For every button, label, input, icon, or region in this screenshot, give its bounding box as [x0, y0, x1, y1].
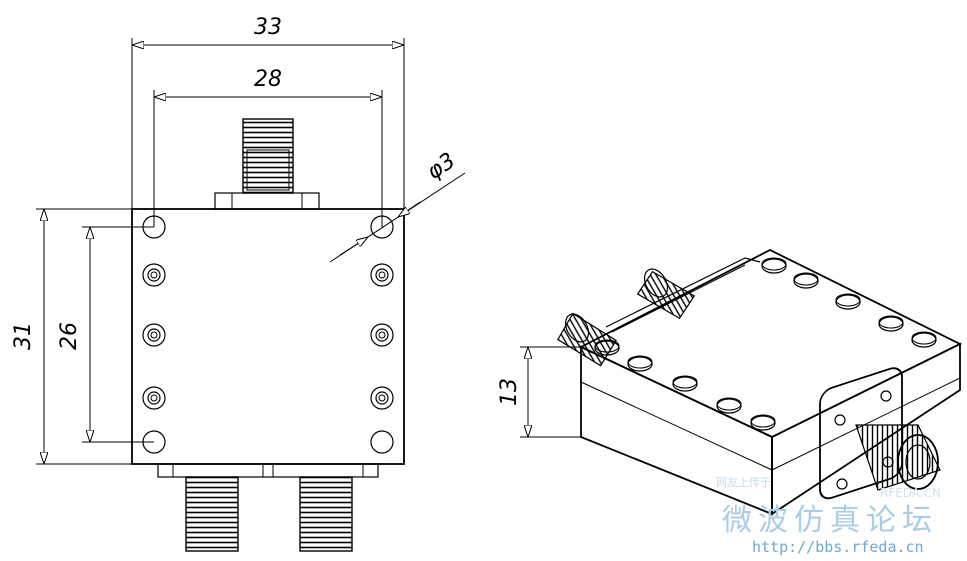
- dim-hole-spacing-height: 26: [57, 322, 82, 350]
- watermark-small-text: 网友上传于: [716, 475, 771, 489]
- watermark: 网友上传于 RFEDA.CN 微波仿真论坛 http://bbs.rfeda.c…: [716, 475, 941, 556]
- dim-iso-height: 13: [497, 378, 522, 406]
- iso-back-connector-1: [557, 312, 617, 367]
- isometric-view: 13: [497, 248, 963, 516]
- watermark-logo: RFEDA.CN: [880, 486, 941, 500]
- top-connector-flange: [214, 192, 320, 210]
- bottom-right-sma-connector: [299, 476, 353, 552]
- mounting-hole: [370, 430, 394, 454]
- iso-right-face: [771, 342, 961, 516]
- bottom-connector-flange: [157, 463, 379, 478]
- dim-overall-height: 31: [11, 322, 36, 350]
- screw-holes: [142, 263, 394, 410]
- iso-front-connector: [855, 424, 941, 491]
- dim-overall-width: 33: [254, 15, 282, 40]
- iso-front-connector-flange: [819, 367, 903, 500]
- front-view: 33 28 φ3 31 26: [11, 15, 466, 552]
- bottom-left-sma-connector: [185, 476, 239, 552]
- iso-top-face: [578, 248, 963, 438]
- watermark-url: http://bbs.rfeda.cn: [752, 538, 924, 556]
- dim-hole-spacing-width: 28: [254, 67, 282, 92]
- housing-outline: [131, 208, 405, 465]
- iso-back-connector-2: [636, 268, 696, 320]
- watermark-forum-name: 微波仿真论坛: [722, 503, 938, 538]
